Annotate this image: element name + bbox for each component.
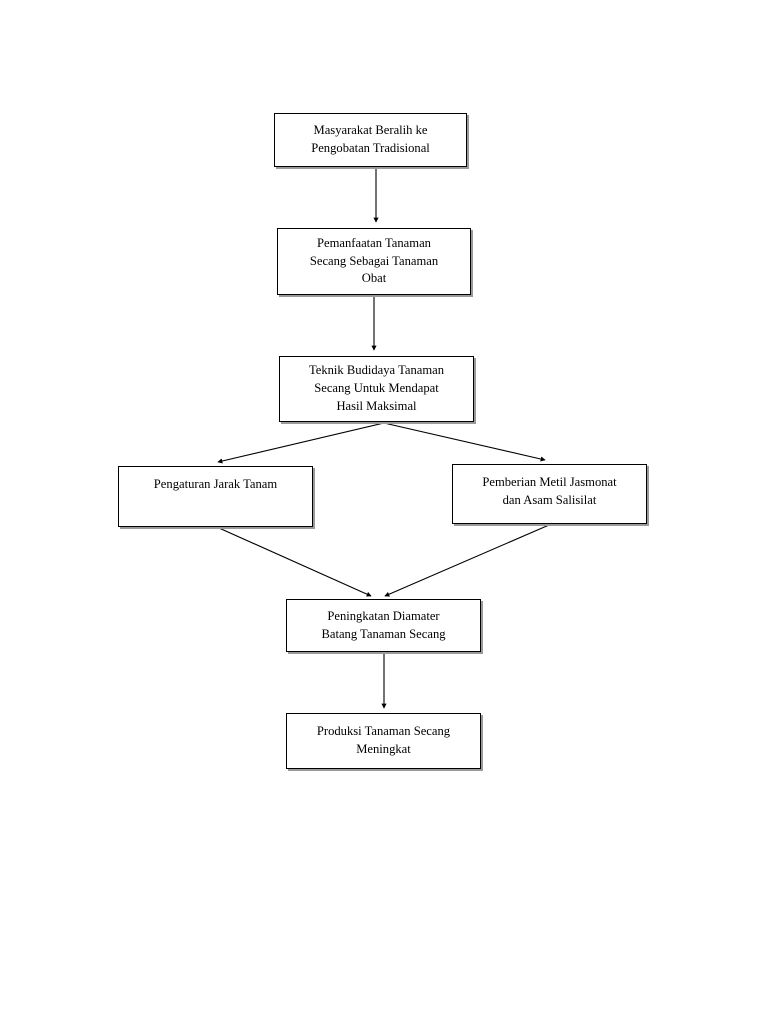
flow-node-label: Produksi Tanaman Secang Meningkat [316,724,451,756]
flow-node-pengaturan-jarak-tanam[interactable]: Pengaturan Jarak Tanam [118,466,313,527]
flow-node-label: Masyarakat Beralih ke Pengobatan Tradisi… [311,123,430,155]
flow-node-produksi-meningkat[interactable]: Produksi Tanaman Secang Meningkat [286,713,481,769]
flow-edge [217,422,385,464]
flow-node-label: Pengaturan Jarak Tanam [153,477,278,491]
flow-edge [218,527,372,597]
flow-node-pemberian-metil-jasmonat[interactable]: Pemberian Metil Jasmonat dan Asam Salisi… [452,464,647,524]
flow-node-label: Pemanfaatan Tanaman Secang Sebagai Tanam… [309,235,439,286]
flow-node-masyarakat-beralih[interactable]: Masyarakat Beralih ke Pengobatan Tradisi… [274,113,467,167]
flow-node-teknik-budidaya[interactable]: Teknik Budidaya Tanaman Secang Untuk Men… [279,356,474,422]
flow-edge [384,524,550,597]
flow-node-label: Peningkatan Diamater Batang Tanaman Seca… [321,608,446,641]
flow-node-pemanfaatan-tanaman-secang[interactable]: Pemanfaatan Tanaman Secang Sebagai Tanam… [277,228,471,295]
flow-node-peningkatan-diamater[interactable]: Peningkatan Diamater Batang Tanaman Seca… [286,599,481,652]
flow-edge [383,422,546,462]
flow-node-label: Teknik Budidaya Tanaman Secang Untuk Men… [308,363,445,413]
flow-node-label: Pemberian Metil Jasmonat dan Asam Salisi… [482,475,617,507]
